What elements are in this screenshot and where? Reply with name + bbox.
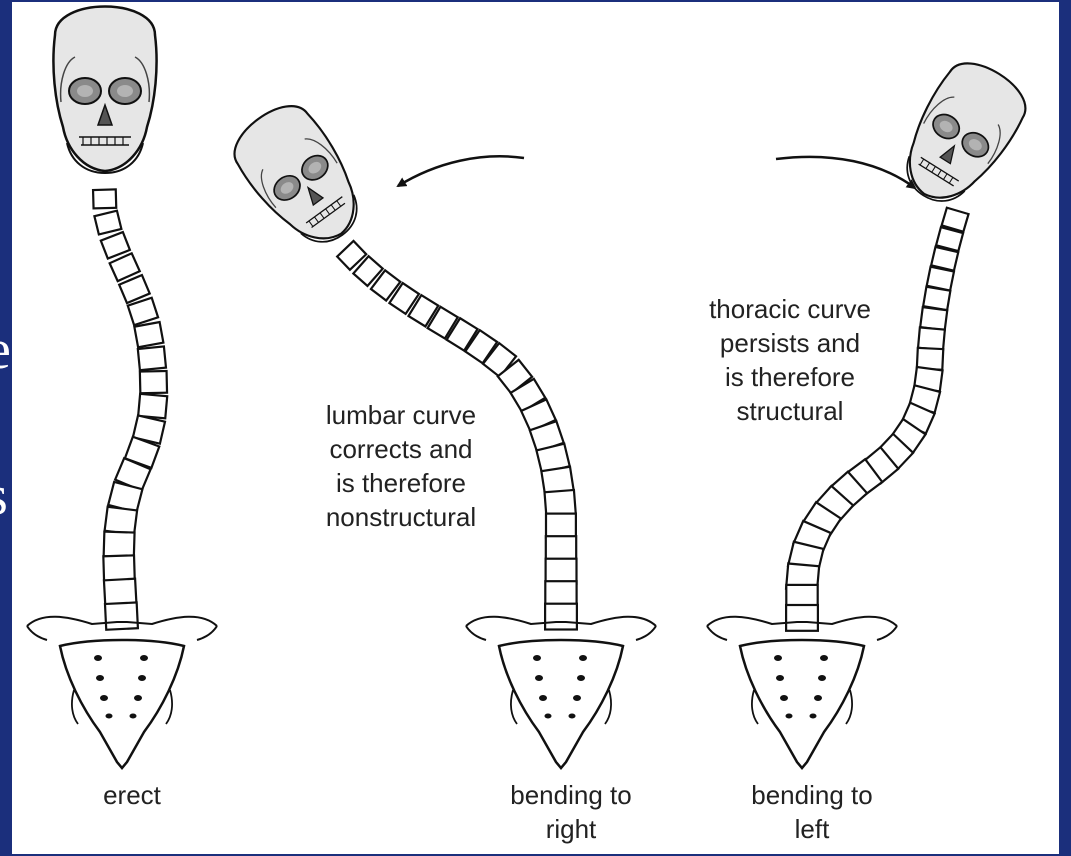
annotation-line: persists and bbox=[690, 326, 890, 360]
sacrum-bending-left bbox=[707, 617, 897, 768]
annotation-line: lumbar curve bbox=[296, 398, 506, 432]
caption-bending-left: bending to left bbox=[727, 778, 897, 846]
lumbar-annotation: lumbar curve corrects and is therefore n… bbox=[296, 398, 506, 534]
vertebra bbox=[101, 232, 130, 259]
annotation-line: thoracic curve bbox=[690, 292, 890, 326]
vertebra bbox=[138, 346, 166, 370]
scoliosis-diagram bbox=[12, 2, 1059, 854]
annotation-line: corrects and bbox=[296, 432, 506, 466]
annotation-line: structural bbox=[690, 394, 890, 428]
caption-line: erect bbox=[72, 778, 192, 812]
skull-bending-right bbox=[222, 93, 378, 261]
caption-line: left bbox=[727, 812, 897, 846]
skull-bending-left bbox=[886, 50, 1037, 218]
skull-erect bbox=[53, 7, 156, 174]
vertebra bbox=[94, 211, 121, 235]
caption-line: bending to bbox=[486, 778, 656, 812]
caption-bending-right: bending to right bbox=[486, 778, 656, 846]
vertebra bbox=[918, 327, 945, 350]
vertebra bbox=[786, 605, 818, 631]
caption-erect: erect bbox=[72, 778, 192, 812]
vertebra bbox=[138, 394, 167, 418]
caption-line: bending to bbox=[727, 778, 897, 812]
vertebra bbox=[105, 602, 138, 629]
vertebra bbox=[93, 189, 116, 208]
vertebra bbox=[545, 490, 576, 516]
caption-line: right bbox=[486, 812, 656, 846]
annotation-line: is therefore bbox=[296, 466, 506, 500]
vertebra bbox=[546, 514, 576, 538]
vertebra bbox=[105, 507, 137, 535]
clockwise-arrow bbox=[776, 157, 915, 188]
thoracic-annotation: thoracic curve persists and is therefore… bbox=[690, 292, 890, 428]
vertebra bbox=[545, 604, 577, 630]
annotation-line: is therefore bbox=[690, 360, 890, 394]
vertebra bbox=[546, 559, 577, 584]
vertebra bbox=[104, 532, 135, 557]
counterclockwise-arrow bbox=[398, 156, 524, 186]
vertebra bbox=[103, 555, 134, 581]
annotation-line: nonstructural bbox=[296, 500, 506, 534]
sacrum-bending-right bbox=[466, 617, 656, 768]
sacrum-erect bbox=[27, 617, 217, 768]
figure-panel: lumbar curve corrects and is therefore n… bbox=[12, 2, 1059, 854]
slide-edge-letter: s bbox=[0, 468, 8, 524]
vertebra bbox=[134, 322, 163, 347]
slide-edge-letter: e bbox=[0, 322, 11, 378]
vertebra bbox=[546, 536, 576, 561]
vertebra bbox=[140, 371, 167, 393]
spine-erect bbox=[93, 189, 167, 629]
